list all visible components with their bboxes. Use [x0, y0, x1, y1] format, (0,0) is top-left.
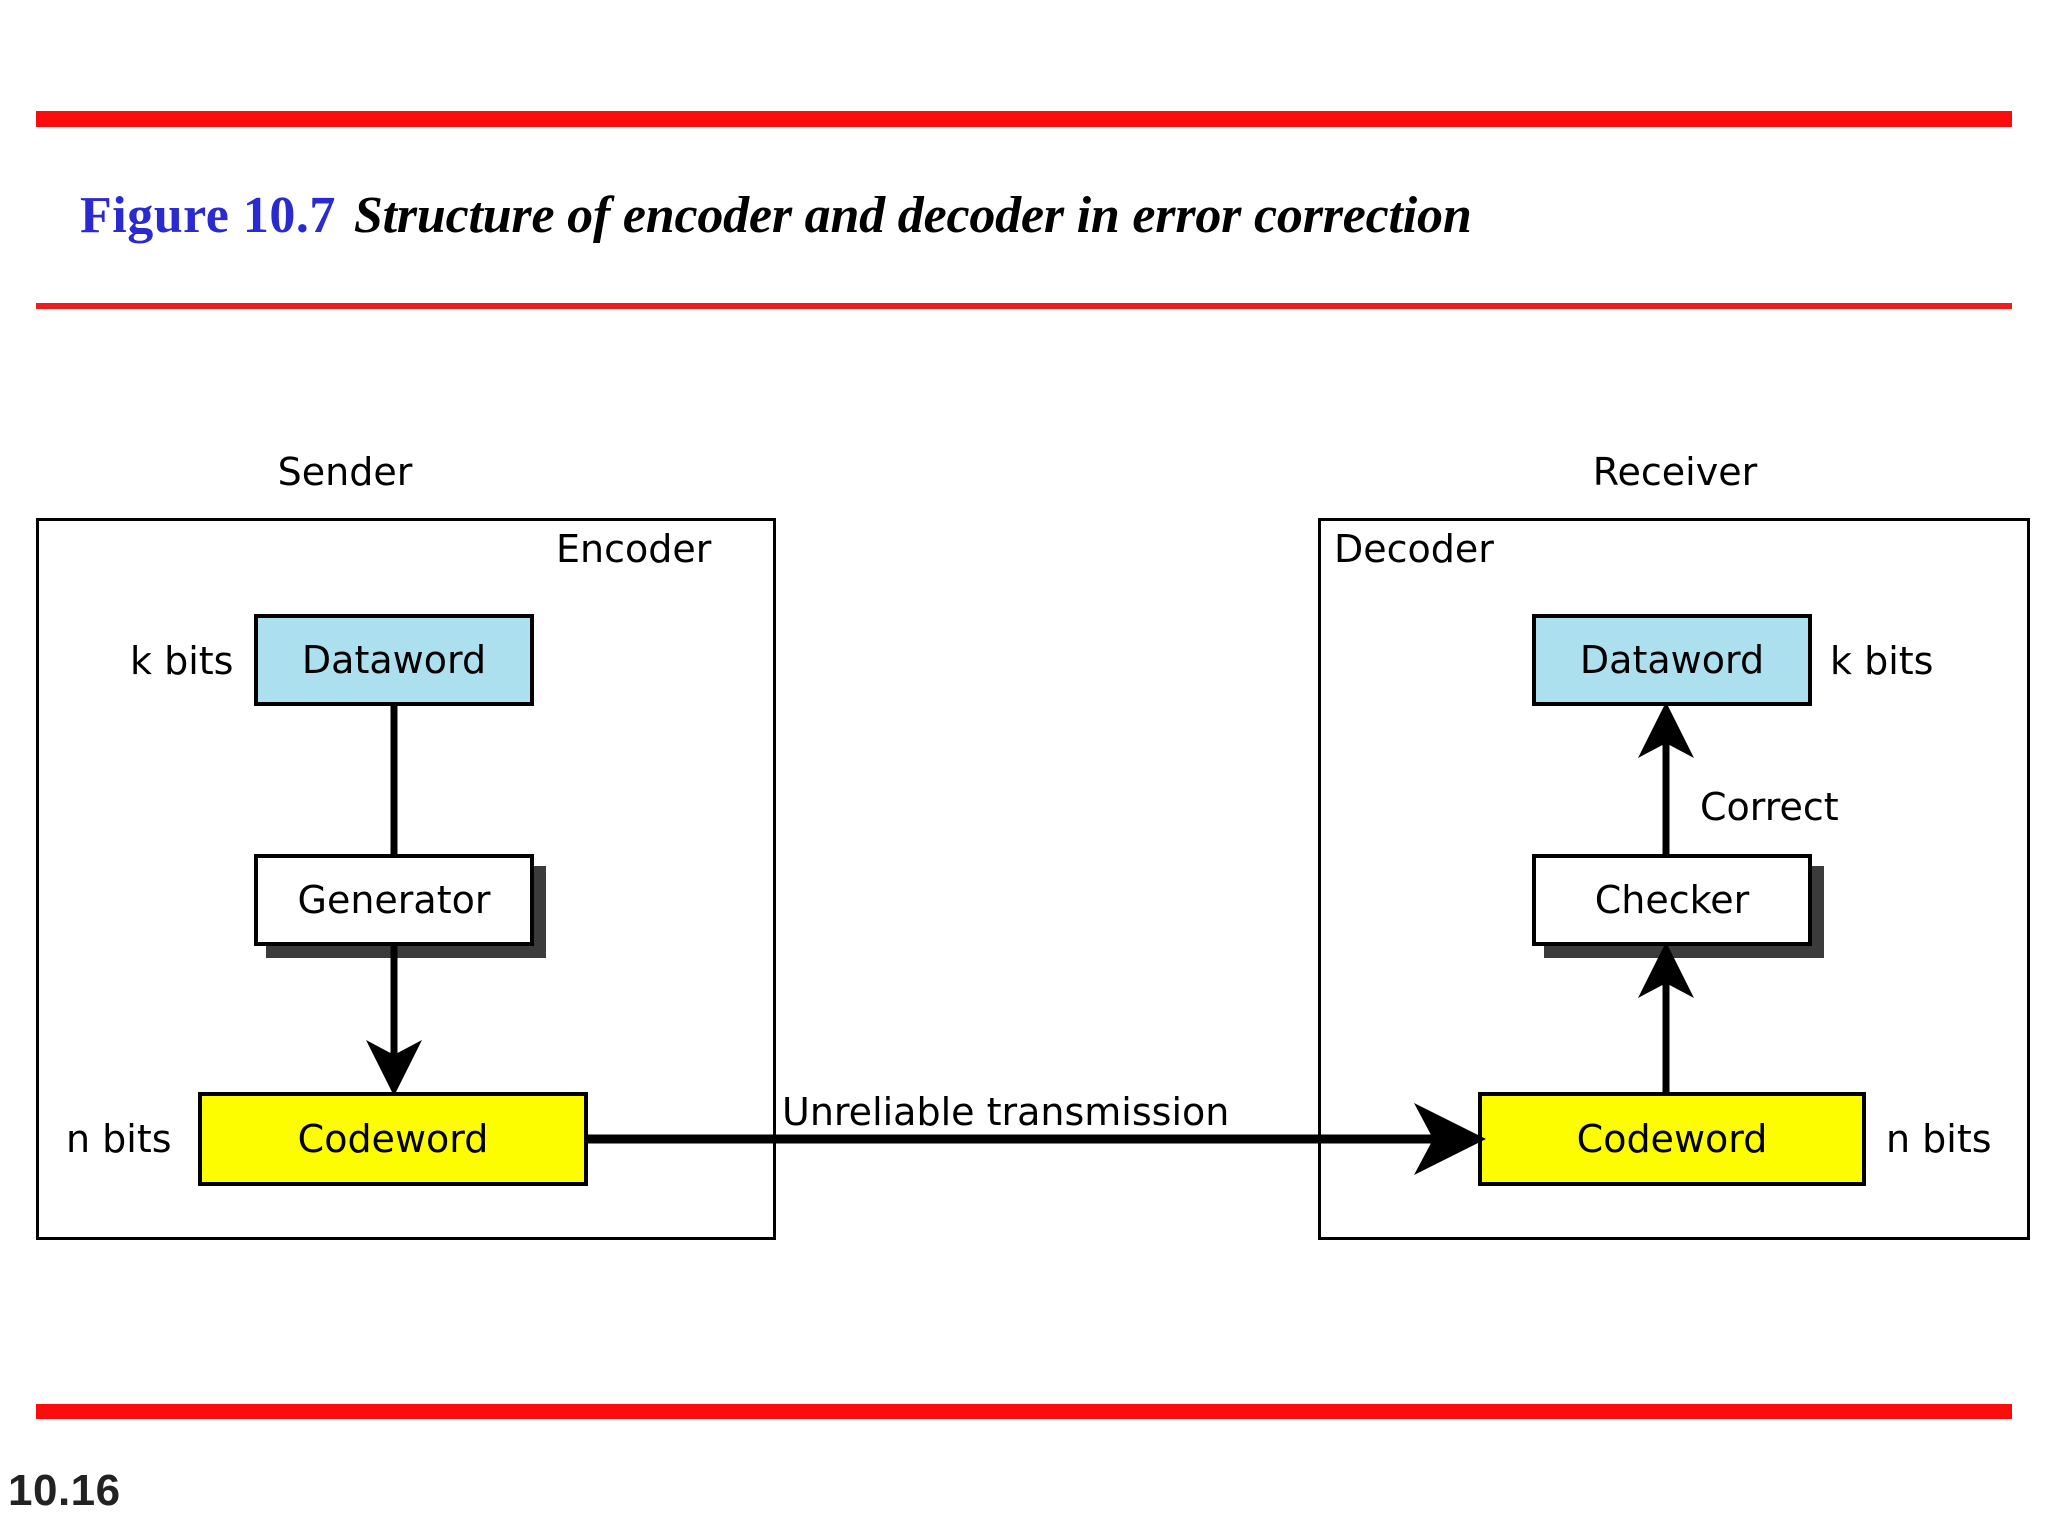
sender-dataword-bits-label: k bits — [130, 639, 234, 683]
channel-label: Unreliable transmission — [782, 1090, 1230, 1134]
bottom-accent-rule — [36, 1404, 2012, 1419]
correct-edge-label: Correct — [1700, 785, 1839, 829]
checker-box[interactable]: Checker — [1532, 854, 1812, 946]
receiver-dataword-box[interactable]: Dataword — [1532, 614, 1812, 706]
receiver-codeword-bits-label: n bits — [1886, 1117, 1992, 1161]
receiver-dataword-bits-label: k bits — [1830, 639, 1934, 683]
sender-codeword-bits-label: n bits — [66, 1117, 172, 1161]
encoder-label: Encoder — [556, 527, 712, 571]
figure-number: Figure 10.7 — [80, 187, 336, 244]
sender-heading: Sender — [277, 450, 413, 494]
decoder-label: Decoder — [1334, 527, 1494, 571]
receiver-codeword-box[interactable]: Codeword — [1478, 1092, 1866, 1186]
title-underline-rule — [36, 303, 2012, 309]
figure-caption: Structure of encoder and decoder in erro… — [353, 187, 1472, 244]
page-title: Figure 10.7 Structure of encoder and deco… — [80, 186, 1472, 246]
generator-box[interactable]: Generator — [254, 854, 534, 946]
receiver-heading: Receiver — [1592, 450, 1758, 494]
top-accent-rule — [36, 111, 2012, 127]
sender-dataword-box[interactable]: Dataword — [254, 614, 534, 706]
sender-codeword-box[interactable]: Codeword — [198, 1092, 588, 1186]
slide-page-number: 10.16 — [8, 1466, 121, 1515]
